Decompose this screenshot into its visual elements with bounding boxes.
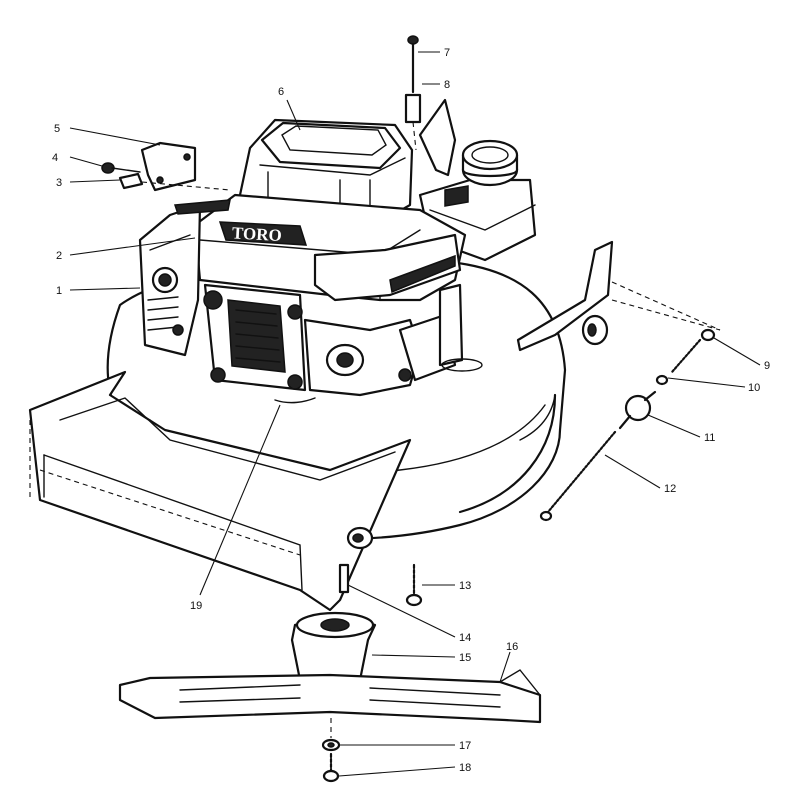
callout-12: 12 [664, 483, 676, 495]
engine-assembly: TORO [138, 98, 537, 404]
callout-11: 11 [704, 432, 715, 444]
callout-8: 8 [444, 79, 450, 91]
callout-6: 6 [278, 86, 284, 98]
callout-14: 14 [459, 632, 471, 644]
part-10-fuel-hose [655, 338, 702, 386]
part-18-bolt [322, 752, 340, 783]
part-15-blade-adapter [290, 611, 377, 692]
callout-3: 3 [56, 177, 62, 189]
part-14-key [338, 563, 350, 594]
part-7-bolt [407, 35, 419, 94]
part-9-clamp [700, 328, 716, 342]
callout-2: 2 [56, 250, 62, 262]
part-12-fuel-hose [539, 430, 617, 522]
part-16-blade [118, 669, 542, 724]
leader-lines [69, 51, 761, 777]
callout-5: 5 [54, 123, 60, 135]
part-17-washer [321, 718, 341, 752]
part-13-bolt [405, 563, 423, 607]
callout-13: 13 [459, 580, 471, 592]
part-5-bracket [140, 141, 197, 192]
part-3-clip [118, 172, 231, 191]
callout-18: 18 [459, 762, 471, 774]
callout-7: 7 [444, 47, 450, 59]
callout-10: 10 [748, 382, 760, 394]
brand-logo: TORO [232, 223, 283, 245]
callout-1: 1 [56, 285, 62, 297]
callout-16: 16 [506, 641, 518, 653]
callout-17: 17 [459, 740, 471, 752]
callout-15: 15 [459, 652, 471, 664]
callout-labels: 1 2 3 4 5 6 7 8 9 10 11 12 13 14 15 16 1… [52, 47, 770, 774]
baffle-bracket [516, 240, 721, 352]
part-8-spacer [404, 93, 422, 151]
part-4-screw [101, 162, 141, 174]
callout-4: 4 [52, 152, 58, 164]
callout-19: 19 [190, 600, 202, 612]
callout-9: 9 [764, 360, 770, 372]
part-11-fuel-filter [618, 390, 657, 430]
